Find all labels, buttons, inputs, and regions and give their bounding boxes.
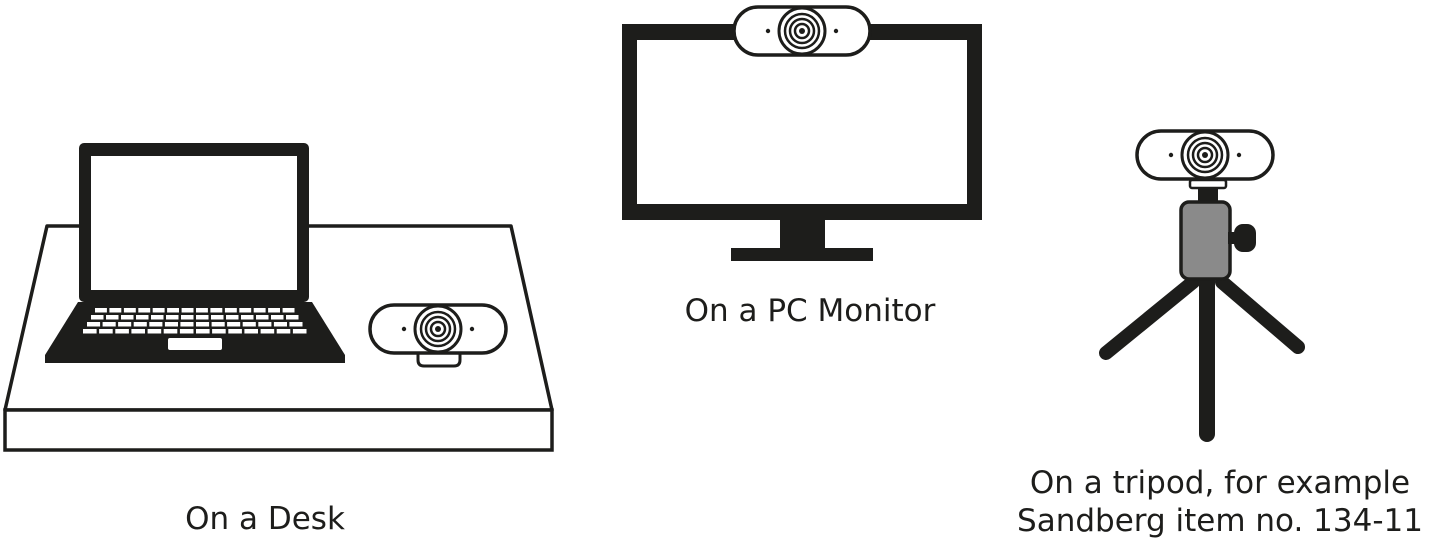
laptop-keyboard: [83, 308, 307, 334]
keyboard-key: [123, 308, 136, 313]
keyboard-key: [167, 308, 179, 313]
keyboard-key: [211, 322, 225, 327]
keyboard-key: [181, 315, 194, 320]
keyboard-key: [196, 308, 208, 313]
tripod-scene: [1099, 129, 1305, 442]
keyboard-key: [271, 315, 284, 320]
tripod-knob: [1234, 224, 1256, 252]
keyboard-key: [226, 315, 239, 320]
monitor-base: [731, 248, 873, 261]
keyboard-key: [258, 322, 272, 327]
keyboard-key: [99, 329, 113, 334]
keyboard-key: [131, 329, 145, 334]
keyboard-key: [212, 329, 226, 334]
tripod-head: [1179, 200, 1232, 281]
keyboard-key: [138, 308, 151, 313]
keyboard-key: [133, 322, 147, 327]
keyboard-key: [228, 329, 242, 334]
keyboard-key: [180, 322, 194, 327]
keyboard-key: [102, 322, 116, 327]
desk-front-edge: [3, 408, 554, 452]
desk-webcam: [368, 303, 508, 368]
laptop-touchpad: [168, 338, 222, 350]
keyboard-key: [115, 329, 129, 334]
keyboard-key: [227, 322, 241, 327]
keyboard-key: [241, 315, 254, 320]
keyboard-key: [151, 315, 164, 320]
caption-monitor: On a PC Monitor: [684, 293, 936, 329]
keyboard-key: [87, 322, 101, 327]
keyboard-key: [152, 308, 165, 313]
keyboard-key: [289, 322, 303, 327]
keyboard-key: [286, 315, 299, 320]
keyboard-key: [244, 329, 258, 334]
keyboard-key: [268, 308, 280, 313]
monitor-screen: [637, 40, 967, 204]
keyboard-key: [164, 322, 178, 327]
keyboard-key: [239, 308, 252, 313]
monitor-scene: [622, 5, 982, 261]
monitor-webcam: [732, 5, 872, 57]
keyboard-key: [273, 322, 287, 327]
keyboard-key: [179, 329, 194, 334]
caption-tripod-line-1: On a tripod, for example: [1029, 465, 1411, 501]
keyboard-key: [253, 308, 266, 313]
desk-scene: [3, 143, 554, 452]
keyboard-key: [95, 308, 107, 313]
keyboard-key: [292, 329, 307, 334]
monitor-neck: [780, 220, 825, 248]
keyboard-key: [118, 322, 132, 327]
keyboard-key: [282, 308, 295, 313]
keyboard-key: [109, 308, 122, 313]
keyboard-key: [196, 315, 209, 320]
keyboard-key: [181, 308, 194, 313]
keyboard-key: [163, 329, 178, 334]
keyboard-key: [121, 315, 134, 320]
keyboard-key: [196, 329, 210, 334]
keyboard-key: [196, 322, 210, 327]
keyboard-key: [136, 315, 149, 320]
keyboard-key: [147, 329, 162, 334]
laptop: [45, 143, 345, 363]
keyboard-key: [83, 329, 97, 334]
keyboard-key: [211, 315, 224, 320]
tripod-leg-right: [1215, 275, 1305, 354]
keyboard-key: [276, 329, 291, 334]
tripod-webcam: [1135, 129, 1275, 181]
caption-tripod-line-2: Sandberg item no. 134-11: [1017, 503, 1423, 539]
caption-desk: On a Desk: [185, 501, 345, 537]
keyboard-key: [224, 308, 237, 313]
keyboard-key: [166, 315, 179, 320]
keyboard-key: [242, 322, 256, 327]
keyboard-key: [210, 308, 223, 313]
tripod-leg-left: [1099, 275, 1200, 360]
keyboard-key: [106, 315, 119, 320]
caption-tripod: On a tripod, for example Sandberg item n…: [990, 464, 1438, 540]
keyboard-key: [256, 315, 269, 320]
keyboard-key: [260, 329, 275, 334]
keyboard-key: [149, 322, 163, 327]
keyboard-key: [91, 315, 104, 320]
